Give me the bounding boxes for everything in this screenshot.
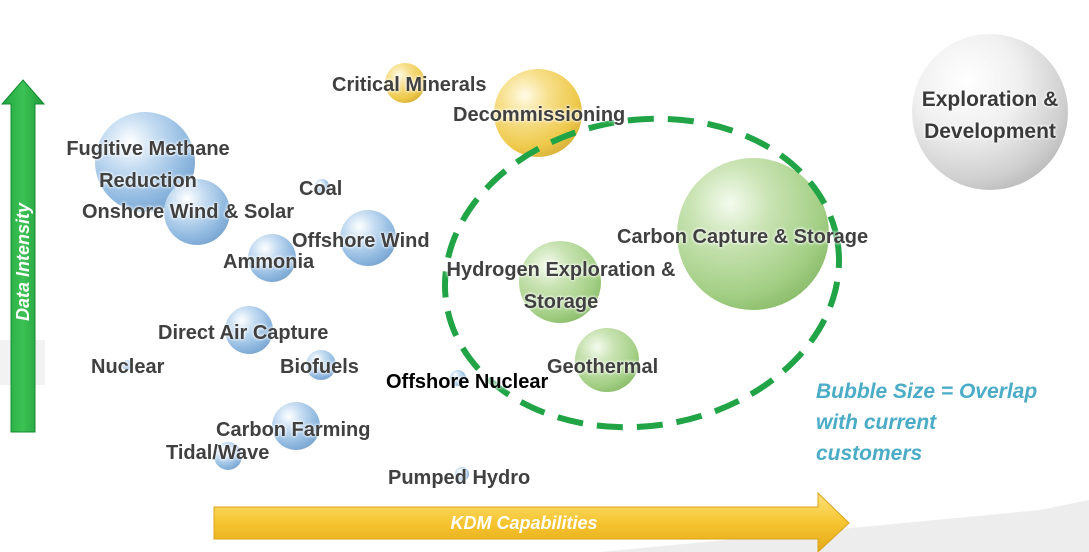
label-pumped-hydro: Pumped Hydro xyxy=(388,467,531,489)
bubble-exploration-development xyxy=(912,34,1068,190)
label-exploration-development: Exploration & Development xyxy=(921,88,1059,143)
label-biofuels: Biofuels xyxy=(280,356,359,378)
bubble-size-legend: Bubble Size = Overlap with current custo… xyxy=(816,380,1038,465)
label-coal: Coal xyxy=(299,178,343,200)
label-decommissioning: Decommissioning xyxy=(453,104,626,126)
bubble-carbon-farming xyxy=(272,402,320,450)
bubble-critical-minerals xyxy=(385,63,425,103)
bubble-nuclear xyxy=(122,360,132,370)
bubble-ammonia xyxy=(248,234,296,282)
bubble-decommissioning xyxy=(494,69,582,157)
label-geothermal: Geothermal xyxy=(547,356,659,378)
label-hydrogen: Hydrogen Exploration & Storage xyxy=(446,259,676,313)
y-axis-arrow xyxy=(0,79,46,433)
bubble-fugitive-methane xyxy=(95,112,195,212)
y-axis-label: Data Intensity xyxy=(13,202,33,322)
bubble-onshore-wind-solar xyxy=(164,179,230,245)
label-critical-minerals: Critical Minerals xyxy=(332,74,487,96)
bubble-pumped-hydro xyxy=(455,467,469,481)
floor-shade xyxy=(600,500,1089,552)
label-nuclear: Nuclear xyxy=(91,356,165,378)
label-tidal-wave: Tidal/Wave xyxy=(166,442,270,464)
label-carbon-capture-storage: Carbon Capture & Storage xyxy=(617,226,869,248)
bubble-offshore-nuclear xyxy=(450,370,466,386)
label-offshore-wind: Offshore Wind xyxy=(292,230,430,252)
label-carbon-farming: Carbon Farming xyxy=(216,419,371,441)
bubble-geothermal xyxy=(575,328,639,392)
label-direct-air-capture: Direct Air Capture xyxy=(158,322,329,344)
bubble-offshore-wind xyxy=(340,210,396,266)
bubble-biofuels xyxy=(306,350,336,380)
bubble-coal xyxy=(315,179,329,193)
label-offshore-nuclear: Offshore Nuclear xyxy=(386,371,549,393)
label-fugitive-methane: Fugitive Methane Reduction xyxy=(66,138,230,192)
x-axis-arrow xyxy=(213,491,850,552)
bubble-direct-air-capture xyxy=(225,306,273,354)
label-ammonia: Ammonia xyxy=(223,251,315,273)
x-axis-label: KDM Capabilities xyxy=(450,513,598,533)
bubble-carbon-capture-storage xyxy=(677,158,829,310)
label-onshore-wind-solar: Onshore Wind & Solar xyxy=(82,201,295,223)
highlight-ellipse xyxy=(441,115,843,431)
bubble-hydrogen xyxy=(519,241,601,323)
bubble-tidal-wave xyxy=(214,442,242,470)
